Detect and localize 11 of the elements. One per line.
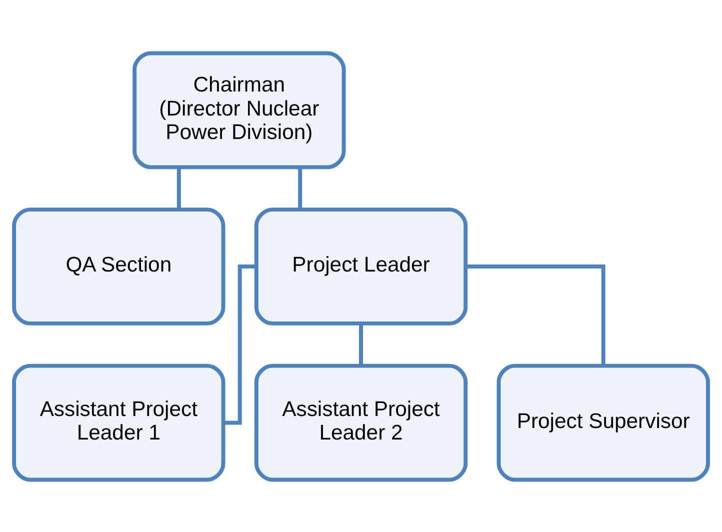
connector	[224, 264, 256, 424]
connector	[359, 323, 363, 365]
connector	[298, 167, 302, 209]
connector	[466, 264, 606, 365]
node-box: QA Section	[12, 207, 226, 325]
node-box: Project Leader	[254, 207, 468, 325]
node-box: Project Supervisor	[496, 363, 710, 482]
node-box: Assistant Project Leader 2	[254, 363, 468, 482]
node-box: Assistant Project Leader 1	[12, 363, 226, 482]
node-box: Chairman (Director Nuclear Power Division)	[132, 50, 346, 169]
connector	[176, 167, 181, 209]
